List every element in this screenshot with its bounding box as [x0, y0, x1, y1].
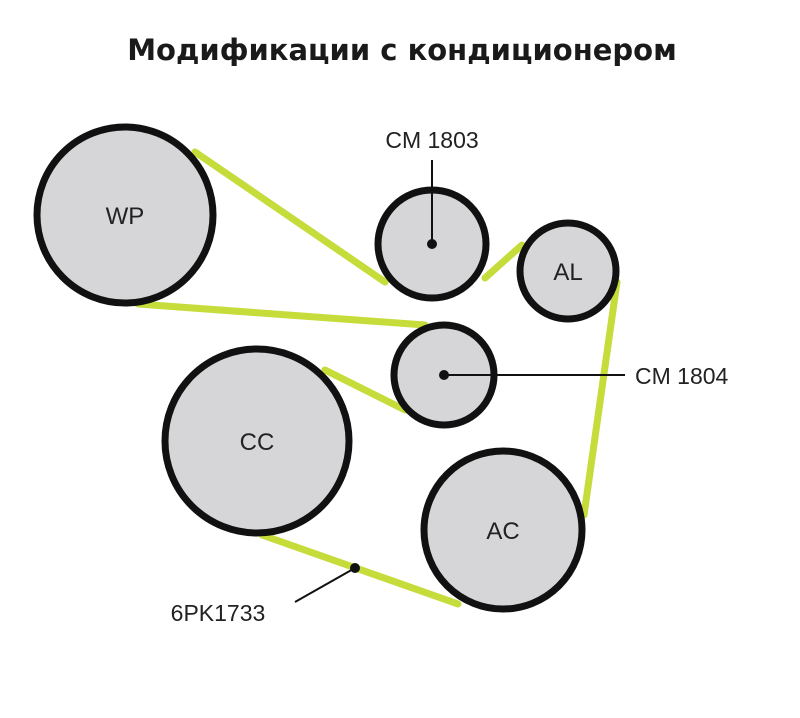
callout-belt-label: 6PK1733 — [171, 600, 266, 626]
pulley-al-circle — [516, 219, 620, 323]
pulley-ac: AC — [420, 447, 586, 613]
belt-segment-cc-cm1804 — [321, 366, 409, 414]
callout-belt-dot — [350, 563, 360, 573]
pulley-cc: CC — [161, 345, 353, 537]
belt-segment-al-ac — [580, 278, 621, 519]
pulley-ac-circle — [420, 447, 586, 613]
diagram-title: Модификации с кондиционером — [127, 33, 677, 67]
pulley-al: AL — [516, 219, 620, 323]
belt-segment-ac-cc — [258, 531, 462, 608]
callout-cm1803: CM 1803 — [385, 127, 479, 249]
callout-cm1804-label: CM 1804 — [635, 363, 729, 389]
callout-belt: 6PK1733 — [171, 563, 360, 626]
callout-cm1804: CM 1804 — [439, 363, 729, 389]
pulley-cc-label: CC — [240, 429, 275, 456]
callout-cm1803-dot — [427, 239, 437, 249]
pulley-cc-circle — [161, 345, 353, 537]
callout-cm1803-label: CM 1803 — [385, 127, 478, 153]
callout-belt-leader — [294, 567, 356, 603]
callout-cm1804-dot — [439, 370, 449, 380]
pulley-wp-circle — [33, 123, 217, 307]
belt-segment-cm1804-wp — [134, 300, 429, 329]
belt-segment-cm1803-al — [481, 241, 526, 282]
belt-segment-wp-cm1803 — [191, 148, 389, 286]
belt — [134, 148, 621, 608]
pulley-ac-label: AC — [486, 518, 519, 545]
pulley-al-label: AL — [553, 259, 582, 286]
pulley-wp: WP — [33, 123, 217, 307]
pulley-wp-label: WP — [106, 203, 145, 230]
